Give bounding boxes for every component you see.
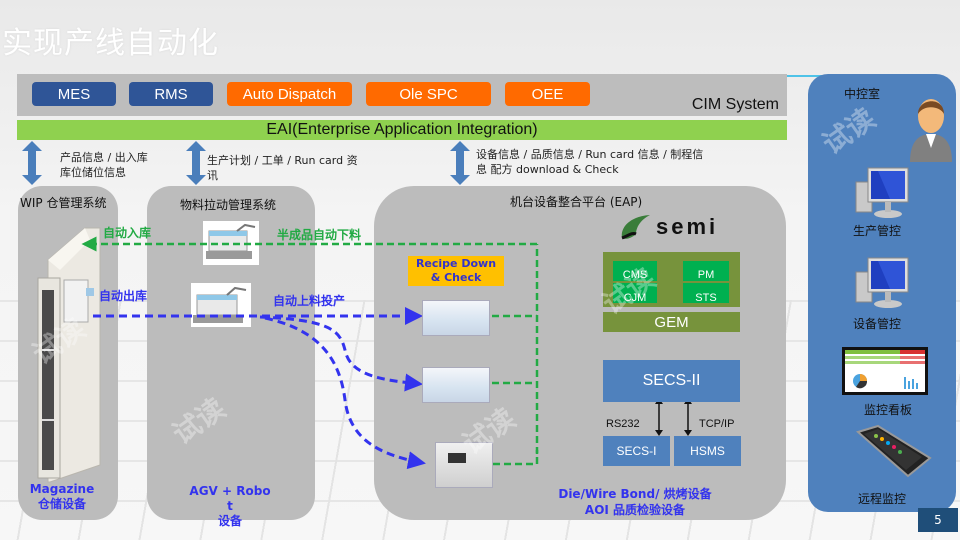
info-flow-eap: 设备信息 / 品质信息 / Run card 信息 / 制程信 息 配方 dow… (476, 147, 703, 177)
info-line: 息 配方 download & Check (476, 163, 619, 176)
caption-line: AGV + Robo (189, 484, 271, 498)
caption-line: 设备 (217, 514, 242, 528)
secs1-block: SECS-I (603, 436, 670, 466)
info-flow-wip: 产品信息 / 出入库 库位储位信息 (60, 150, 148, 180)
machine-window (448, 453, 466, 463)
hsms-block: HSMS (674, 436, 741, 466)
tcpip-label: TCP/IP (699, 418, 735, 430)
ole-spc-button[interactable]: Ole SPC (366, 82, 491, 106)
control-item-label: 设备管控 (852, 317, 901, 331)
control-item-label: 监控看板 (863, 403, 912, 417)
slide-title: 实现产线自动化 (2, 26, 219, 61)
double-arrow-icon (186, 141, 206, 185)
material-panel-title: 物料拉动管理系统 (180, 198, 277, 212)
auto-in-label: 自动入库 (103, 226, 152, 240)
caption-line: Magazine (29, 482, 95, 496)
secs2-block: SECS-II (603, 360, 740, 402)
cms-block: CMS (613, 261, 657, 281)
agv-robot-image (191, 283, 251, 327)
semi-logo-text: semi (656, 214, 719, 239)
control-room-panel: 中控室 生产管控 设备管控 (808, 74, 956, 512)
computer-icon (855, 167, 909, 218)
auto-out-label: 自动出库 (99, 289, 148, 303)
control-room-title: 中控室 (843, 87, 880, 101)
info-line: 生产计划 / 工单 / Run card 资 (207, 154, 358, 167)
gem-block: CMS PM CJM STS (603, 252, 740, 307)
info-flow-material: 生产计划 / 工单 / Run card 资 讯 (207, 153, 358, 183)
gem-label: GEM (603, 312, 740, 332)
caption-line: AOI 品质检验设备 (584, 503, 686, 517)
cjm-block: CJM (613, 283, 657, 304)
wip-panel-title: WIP 仓管理系统 (20, 196, 107, 210)
dashboard-icon (842, 347, 928, 395)
info-line: 库位储位信息 (60, 166, 126, 179)
bonding-machine-image (422, 367, 490, 403)
blue-flow-line (259, 315, 423, 392)
recipe-line: Recipe Down (415, 257, 497, 270)
semi-swoosh-icon (621, 215, 650, 240)
info-line: 产品信息 / 出入库 (60, 151, 148, 164)
oee-button[interactable]: OEE (505, 82, 590, 106)
info-line: 讯 (207, 169, 218, 182)
double-arrow-icon (450, 141, 470, 185)
caption-line: t (227, 499, 233, 513)
green-flow-line (493, 450, 539, 466)
eap-caption: Die/Wire Bond/ 烘烤设备 AOI 品质检验设备 (540, 486, 730, 518)
control-item-label: 生产管控 (852, 224, 901, 238)
mes-button[interactable]: MES (32, 82, 116, 106)
recipe-line: & Check (430, 271, 482, 284)
info-line: 设备信息 / 品质信息 / Run card 信息 / 制程信 (476, 148, 704, 161)
bonding-machine-image (422, 300, 490, 336)
eai-bar: EAI(Enterprise Application Integration) (17, 120, 787, 140)
semi-unload-label: 半成品自动下料 (277, 228, 362, 242)
recipe-check-box: Recipe Down & Check (408, 256, 504, 286)
caption-line: 仓储设备 (37, 497, 86, 511)
rs232-label: RS232 (606, 418, 640, 430)
person-icon (910, 99, 952, 162)
rms-button[interactable]: RMS (129, 82, 213, 106)
sts-block: STS (683, 283, 729, 304)
smartphone-icon (855, 424, 932, 478)
computer-icon (855, 257, 909, 308)
pm-block: PM (683, 261, 729, 281)
aoi-machine-image (435, 442, 493, 488)
control-item-label: 远程监控 (857, 492, 906, 506)
cim-system-label: CIM System (691, 96, 779, 113)
double-arrow-icon (22, 141, 42, 185)
cim-system-bar: MES RMS Auto Dispatch Ole SPC OEE CIM Sy… (17, 74, 787, 116)
magazine-storage-image (37, 227, 101, 483)
eap-panel-title: 机台设备整合平台 (EAP) (510, 195, 643, 209)
semi-logo: semi (618, 212, 728, 242)
auto-dispatch-button[interactable]: Auto Dispatch (227, 82, 352, 106)
auto-feed-label: 自动上料投产 (273, 294, 346, 308)
page-number: 5 (918, 508, 958, 532)
caption-line: Die/Wire Bond/ 烘烤设备 (558, 487, 712, 501)
blue-flow-line (264, 316, 426, 470)
material-caption: AGV + Robo t 设备 (170, 484, 290, 529)
wip-caption: Magazine 仓储设备 (20, 482, 104, 512)
